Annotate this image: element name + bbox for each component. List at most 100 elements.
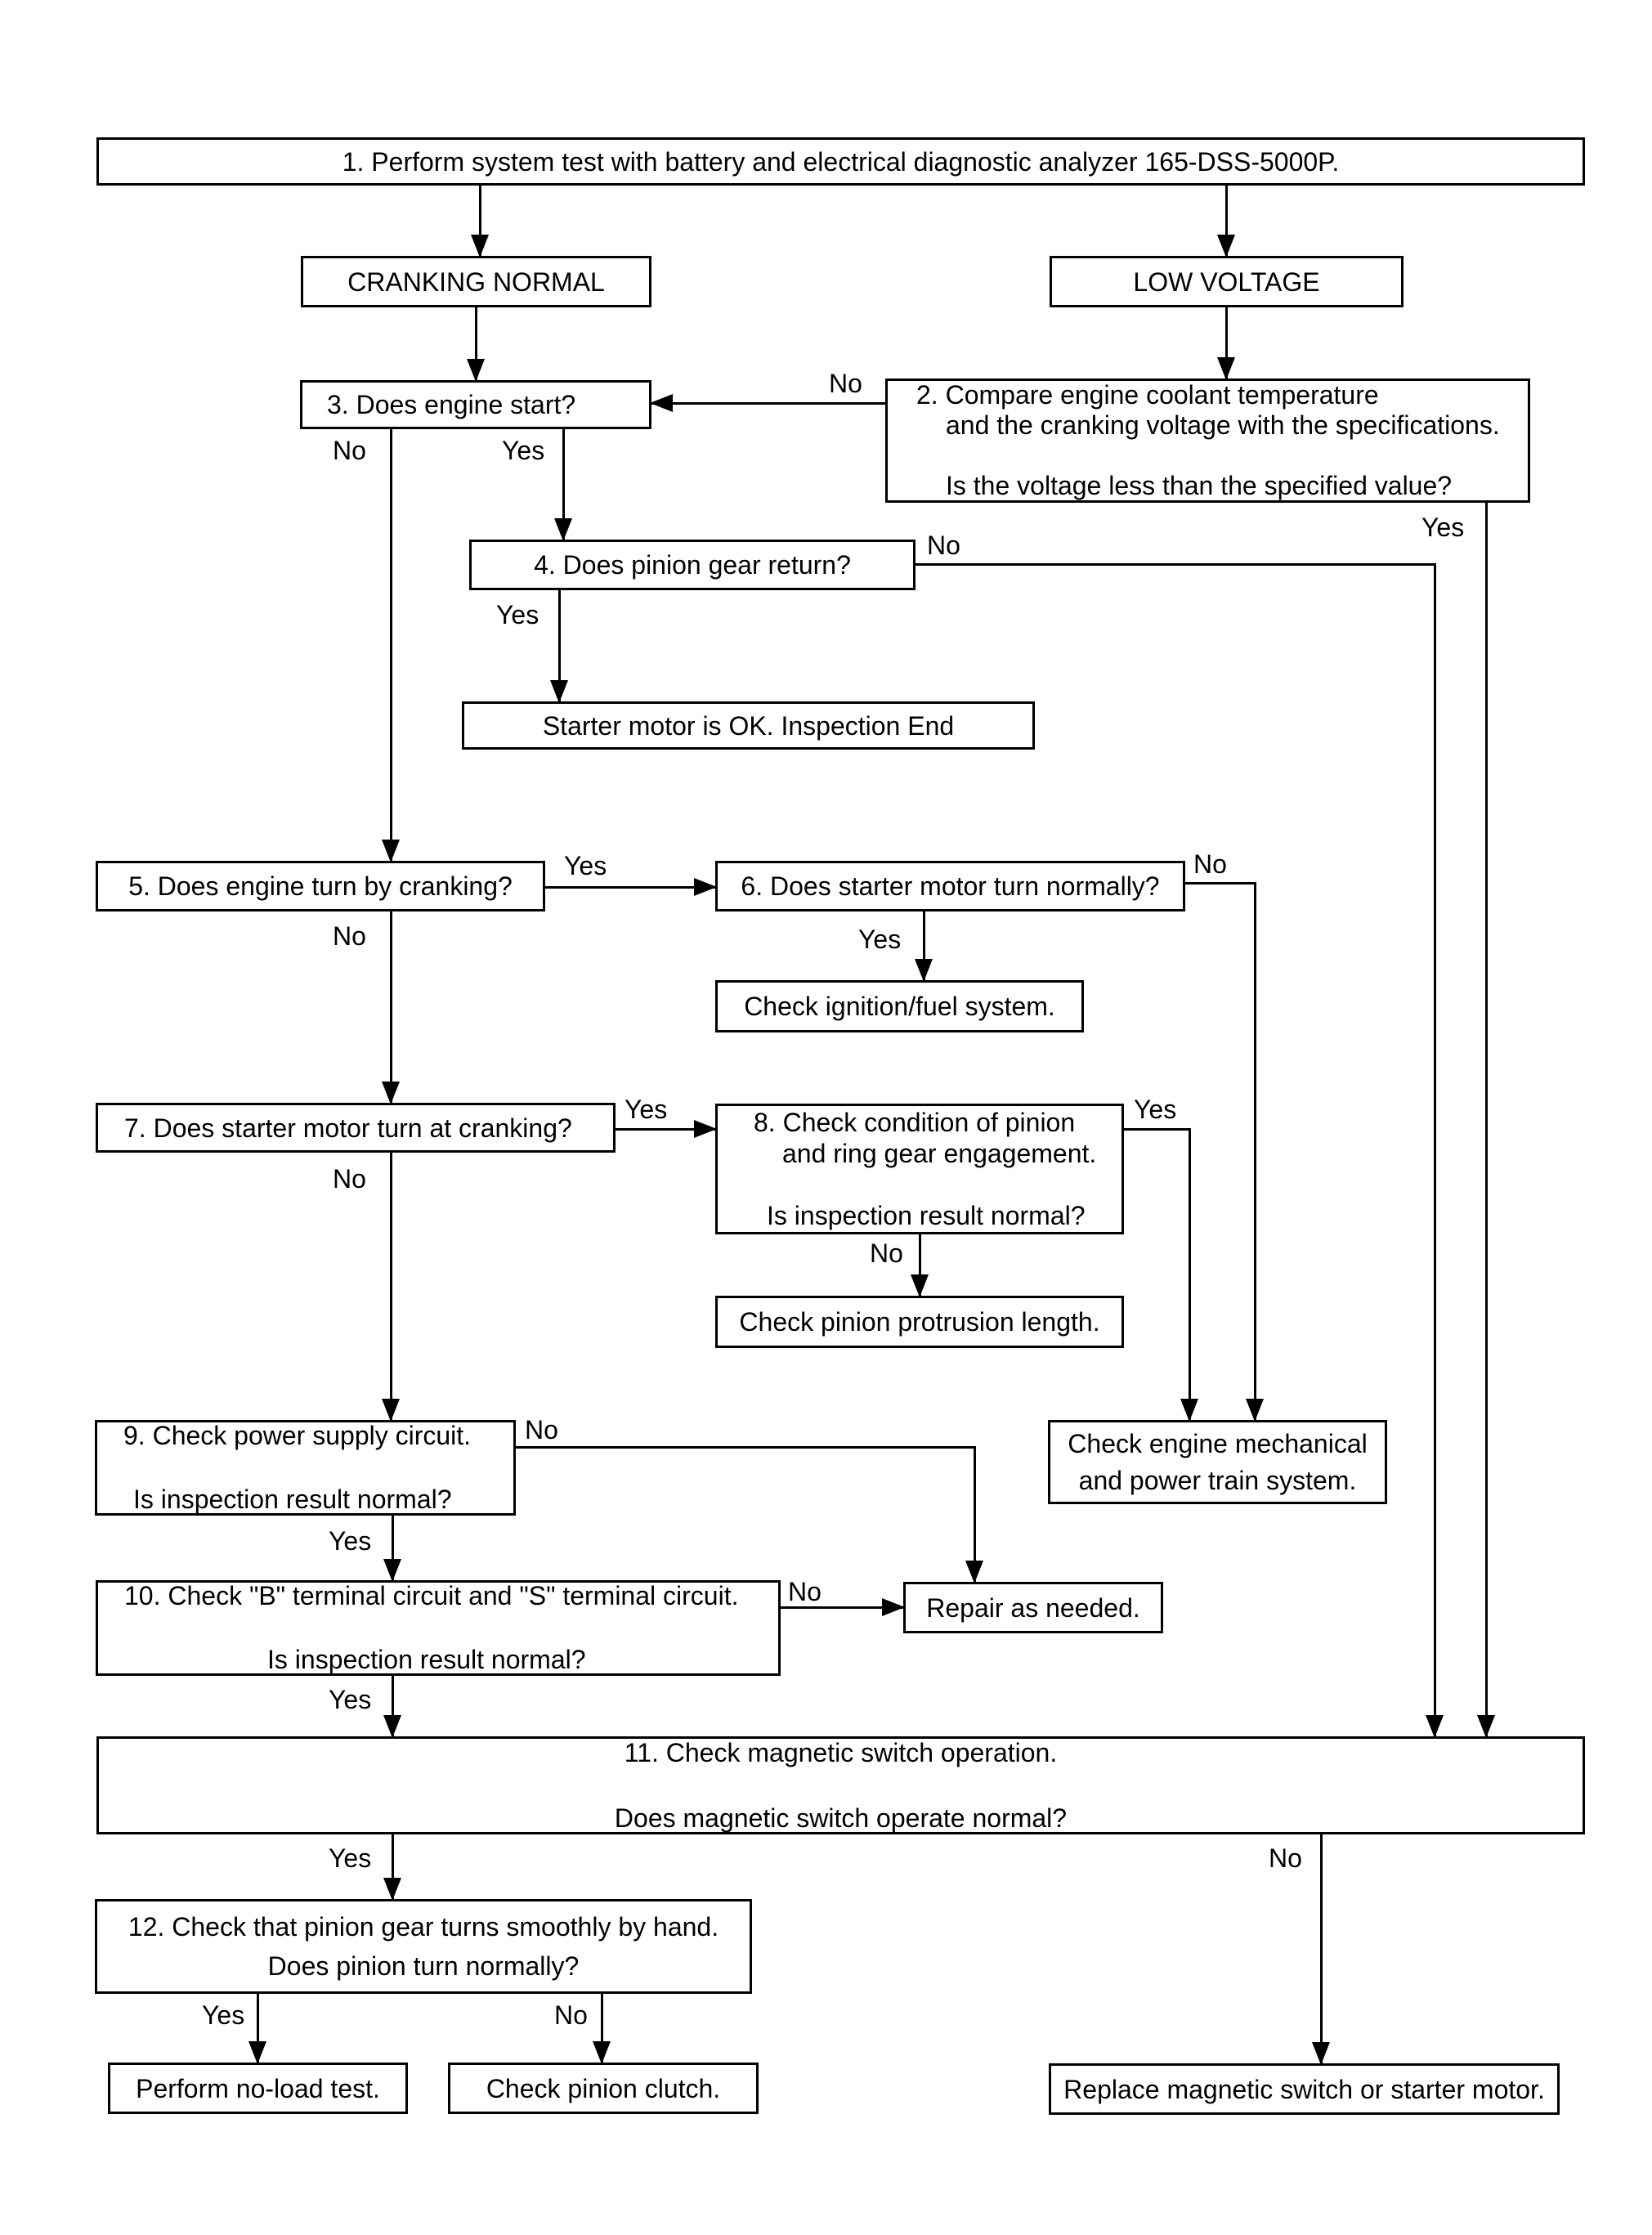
edge-step6-no-to-engine-mech-arrowhead-icon: [1246, 1399, 1264, 1422]
node-step3-text-line: 3. Does engine start?: [327, 390, 576, 419]
edge-step9-yes-to-step10-arrowhead-icon: [383, 1559, 401, 1582]
node-check-protrusion-text-line: Check pinion protrusion length.: [739, 1307, 1100, 1337]
edge-step10-yes-to-step11-seg: [392, 1675, 394, 1738]
node-check-engine-mech-text-line: and power train system.: [1078, 1465, 1357, 1495]
edge-step9-no-to-repair-arrowhead-icon: [965, 1561, 983, 1583]
node-step1-text-line: 1. Perform system test with battery and …: [342, 146, 1340, 177]
node-starter-ok: Starter motor is OK. Inspection End: [462, 701, 1035, 750]
label-step8-no: No: [868, 1238, 905, 1268]
node-step12-text-line: 12. Check that pinion gear turns smoothl…: [128, 1912, 719, 1942]
edge-step2-yes-to-step11-seg: [1485, 502, 1488, 1738]
edge-step8-yes-to-engine-mech-arrowhead-icon: [1180, 1399, 1198, 1422]
edge-step2-no-to-step3-seg: [651, 402, 887, 405]
node-low-voltage: LOW VOLTAGE: [1050, 256, 1404, 307]
edge-step8-no-to-protrusion-seg: [919, 1234, 921, 1297]
label-step9-yes: Yes: [327, 1526, 374, 1556]
edge-step6-yes-to-ignition-arrowhead-icon: [915, 959, 933, 982]
edge-step4-yes-to-starter-ok-arrowhead-icon: [550, 680, 568, 703]
label-step6-yes: Yes: [857, 925, 903, 954]
edge-step6-no-to-engine-mech-seg: [1184, 882, 1256, 885]
edge-step4-no-to-step11-arrowhead-icon: [1426, 1715, 1444, 1738]
edge-step8-yes-to-engine-mech-seg: [1189, 1128, 1191, 1422]
edge-step11-no-to-replace-arrowhead-icon: [1312, 2042, 1330, 2065]
edge-step1-to-lowvoltage-arrowhead-icon: [1217, 235, 1235, 258]
label-step3-no: No: [331, 436, 368, 465]
label-step12-no: No: [553, 2000, 589, 2030]
edge-step12-no-to-clutch-arrowhead-icon: [593, 2041, 611, 2064]
label-step10-yes: Yes: [327, 1685, 374, 1714]
label-step2-no: No: [827, 369, 864, 398]
label-step5-no: No: [331, 921, 368, 951]
edge-step7-yes-to-step8-seg: [615, 1128, 717, 1131]
node-step11-text-line: [99, 1769, 1583, 1802]
node-step9: 9. Check power supply circuit. Is inspec…: [95, 1420, 516, 1516]
node-step11-text-line: Does magnetic switch operate normal?: [614, 1803, 1068, 1833]
label-step7-no: No: [331, 1164, 368, 1194]
label-step5-yes: Yes: [562, 851, 609, 880]
edge-step3-yes-to-step4-seg: [562, 428, 565, 541]
edge-step11-no-to-replace-seg: [1320, 1834, 1323, 2065]
label-step7-yes: Yes: [623, 1095, 669, 1124]
edge-step7-yes-to-step8-arrowhead-icon: [694, 1120, 717, 1138]
edge-lowvoltage-to-step2-arrowhead-icon: [1217, 357, 1235, 380]
edge-step5-yes-to-step6-arrowhead-icon: [694, 878, 717, 896]
node-no-load-test-text-line: Perform no-load test.: [136, 2073, 380, 2103]
edge-step11-yes-to-step12-arrowhead-icon: [383, 1878, 401, 1901]
edge-cranking-to-step3-seg: [475, 307, 477, 382]
edge-step10-yes-to-step11-arrowhead-icon: [383, 1715, 401, 1738]
label-step4-yes: Yes: [495, 600, 541, 629]
node-step9-text-line: [97, 1452, 513, 1484]
node-step4-text-line: 4. Does pinion gear return?: [534, 550, 851, 580]
node-check-protrusion: Check pinion protrusion length.: [715, 1296, 1124, 1348]
edge-step2-no-to-step3-arrowhead-icon: [650, 394, 673, 412]
node-check-engine-mech-text-line: Check engine mechanical: [1068, 1428, 1368, 1458]
edge-step10-no-to-repair-seg: [780, 1606, 905, 1609]
edge-step5-no-to-step7-arrowhead-icon: [382, 1082, 400, 1104]
node-replace-switch-text-line: Replace magnetic switch or starter motor…: [1063, 2074, 1545, 2104]
edge-step5-no-to-step7-seg: [390, 911, 392, 1104]
edge-step1-to-cranking-arrowhead-icon: [471, 235, 489, 258]
label-step3-yes: Yes: [500, 436, 547, 465]
label-step10-no: No: [786, 1577, 823, 1606]
node-step1: 1. Perform system test with battery and …: [96, 137, 1585, 186]
edge-step7-no-to-step9-arrowhead-icon: [382, 1399, 400, 1422]
node-starter-ok-text-line: Starter motor is OK. Inspection End: [542, 710, 955, 741]
node-repair-text-line: Repair as needed.: [926, 1592, 1140, 1623]
node-step10-text-line: 10. Check "B" terminal circuit and "S" t…: [124, 1581, 739, 1610]
edge-step5-yes-to-step6-seg: [544, 886, 717, 889]
label-step11-no: No: [1267, 1843, 1304, 1873]
edge-step12-yes-to-noload-seg: [257, 1993, 259, 2064]
node-check-clutch: Check pinion clutch.: [448, 2063, 759, 2114]
edge-step2-yes-to-step11-arrowhead-icon: [1477, 1715, 1495, 1738]
edge-step3-no-to-step5-seg: [390, 428, 392, 862]
label-step8-yes: Yes: [1132, 1095, 1179, 1124]
label-step9-no: No: [523, 1415, 560, 1444]
edge-step3-no-to-step5-arrowhead-icon: [382, 840, 400, 862]
node-repair: Repair as needed.: [903, 1582, 1163, 1633]
edge-step9-yes-to-step10-seg: [392, 1515, 394, 1582]
edge-step8-yes-to-engine-mech-seg: [1123, 1128, 1191, 1131]
edge-lowvoltage-to-step2-seg: [1225, 307, 1228, 380]
node-step8-text-line: 8. Check condition of pinion: [754, 1108, 1076, 1137]
node-step4: 4. Does pinion gear return?: [469, 540, 916, 590]
edge-step12-no-to-clutch-seg: [601, 1993, 603, 2064]
node-step2-text-line: Is the voltage less than the specified v…: [946, 471, 1453, 500]
edge-step11-yes-to-step12-seg: [392, 1834, 394, 1901]
node-step9-text-line: Is inspection result normal?: [133, 1485, 452, 1514]
node-step11: 11. Check magnetic switch operation. Doe…: [96, 1736, 1585, 1834]
node-cranking-normal: CRANKING NORMAL: [301, 256, 651, 307]
node-replace-switch: Replace magnetic switch or starter motor…: [1049, 2063, 1560, 2115]
node-step8-text-line: and ring gear engagement.: [782, 1139, 1097, 1168]
node-step7: 7. Does starter motor turn at cranking?: [96, 1103, 616, 1153]
node-step10-text-line: Is inspection result normal?: [267, 1645, 586, 1674]
edge-step10-no-to-repair-arrowhead-icon: [882, 1598, 905, 1616]
node-no-load-test: Perform no-load test.: [108, 2063, 408, 2114]
edge-cranking-to-step3-arrowhead-icon: [467, 359, 485, 382]
node-check-ignition-text-line: Check ignition/fuel system.: [744, 992, 1055, 1021]
node-step8-text-line: Is inspection result normal?: [767, 1201, 1086, 1230]
edge-step8-no-to-protrusion-arrowhead-icon: [911, 1274, 929, 1297]
node-step6: 6. Does starter motor turn normally?: [715, 861, 1185, 911]
